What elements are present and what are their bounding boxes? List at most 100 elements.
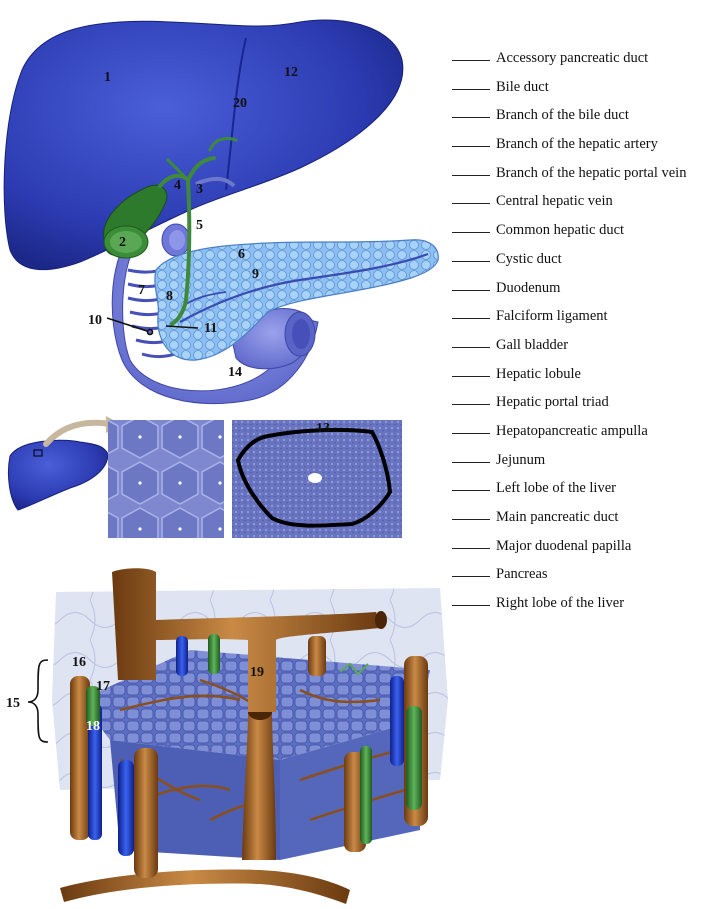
label-item: Left lobe of the liver bbox=[452, 478, 710, 507]
label-text: Falciform ligament bbox=[496, 308, 608, 325]
label-text: Jejunum bbox=[496, 451, 546, 468]
answer-blank[interactable] bbox=[452, 593, 490, 607]
hepatic-vein-trunk bbox=[112, 568, 380, 712]
portal-triad-right bbox=[344, 656, 428, 852]
num-19: 19 bbox=[250, 665, 264, 680]
label-item: Branch of the bile duct bbox=[452, 105, 710, 134]
label-text: Major duodenal papilla bbox=[496, 537, 632, 554]
num-17: 17 bbox=[96, 679, 110, 694]
label-item: Bile duct bbox=[452, 77, 710, 106]
answer-blank[interactable] bbox=[452, 249, 490, 262]
answer-blank[interactable] bbox=[452, 478, 490, 492]
num-6: 6 bbox=[238, 247, 245, 262]
num-1: 1 bbox=[104, 70, 111, 85]
label-item: Cystic duct bbox=[452, 249, 710, 278]
bracket-15 bbox=[27, 659, 49, 743]
answer-blank[interactable] bbox=[452, 48, 490, 61]
label-item: Jejunum bbox=[452, 450, 710, 479]
leader-lines bbox=[106, 317, 199, 336]
num-5: 5 bbox=[196, 218, 203, 233]
label-text: Gall bladder bbox=[496, 336, 569, 353]
answer-blank[interactable] bbox=[452, 450, 490, 463]
label-item: Common hepatic duct bbox=[452, 220, 710, 249]
liver-pancreas-illustration: 1 2 3 4 5 6 7 8 9 10 11 12 14 20 bbox=[3, 19, 439, 405]
label-item: Duodenum bbox=[452, 278, 710, 307]
duodenum-folds bbox=[127, 266, 181, 359]
label-text: Bile duct bbox=[496, 78, 549, 95]
label-text: Pancreas bbox=[496, 566, 548, 583]
label-item: Hepatic portal triad bbox=[452, 392, 710, 421]
liver bbox=[3, 19, 404, 271]
num-11: 11 bbox=[204, 321, 217, 336]
label-text: Branch of the hepatic portal vein bbox=[496, 164, 687, 181]
label-text: Accessory pancreatic duct bbox=[496, 50, 649, 66]
answer-blank[interactable] bbox=[452, 392, 490, 406]
answer-blank[interactable] bbox=[452, 278, 490, 291]
falciform-ligament bbox=[225, 37, 247, 191]
answer-blank[interactable] bbox=[452, 507, 490, 520]
label-item: Main pancreatic duct bbox=[452, 507, 710, 536]
label-text: Left lobe of the liver bbox=[496, 480, 616, 497]
label-item: Accessory pancreatic duct bbox=[452, 48, 710, 77]
num-10: 10 bbox=[88, 313, 102, 328]
num-20: 20 bbox=[233, 96, 247, 111]
label-item: Major duodenal papilla bbox=[452, 536, 710, 565]
lobule-outline bbox=[235, 427, 393, 528]
micrograph-section: 13 bbox=[7, 416, 402, 538]
num-13: 13 bbox=[316, 421, 330, 436]
label-item: Branch of the hepatic artery bbox=[452, 134, 710, 163]
num-14: 14 bbox=[228, 365, 242, 380]
answer-blank[interactable] bbox=[452, 191, 490, 205]
central-vein bbox=[242, 712, 276, 860]
label-text: Main pancreatic duct bbox=[496, 509, 619, 525]
num-2: 2 bbox=[119, 235, 126, 250]
num-3: 3 bbox=[196, 182, 203, 197]
answer-blank[interactable] bbox=[452, 220, 490, 234]
num-16: 16 bbox=[72, 655, 86, 670]
lobules-micrograph bbox=[108, 420, 224, 538]
main-pancreatic-duct bbox=[179, 252, 429, 323]
answer-blank[interactable] bbox=[452, 134, 490, 148]
label-text: Branch of the hepatic artery bbox=[496, 136, 658, 153]
label-text: Cystic duct bbox=[496, 250, 562, 267]
answer-blank[interactable] bbox=[452, 335, 490, 348]
label-text: Hepatic portal triad bbox=[496, 394, 609, 411]
answer-blank[interactable] bbox=[452, 564, 490, 578]
answer-blank[interactable] bbox=[452, 163, 490, 176]
label-item: Hepatopancreatic ampulla bbox=[452, 421, 710, 450]
answer-blank[interactable] bbox=[452, 421, 490, 434]
bile-ducts bbox=[158, 136, 238, 326]
lobule-block-illustration: 15 16 17 18 19 bbox=[6, 568, 448, 904]
label-text: Common hepatic duct bbox=[496, 222, 625, 239]
label-text: Hepatic lobule bbox=[496, 365, 581, 382]
label-item: Hepatic lobule bbox=[452, 364, 710, 393]
answer-blank[interactable] bbox=[452, 364, 490, 377]
label-item: Central hepatic vein bbox=[452, 191, 710, 220]
portal-triad-left bbox=[70, 676, 158, 878]
label-text: Hepatopancreatic ampulla bbox=[496, 422, 648, 439]
label-text: Duodenum bbox=[496, 279, 561, 296]
label-item: Pancreas bbox=[452, 564, 710, 593]
label-list: Accessory pancreatic duct Bile duct Bran… bbox=[452, 48, 710, 622]
num-12: 12 bbox=[284, 65, 298, 80]
label-item: Falciform ligament bbox=[452, 306, 710, 335]
num-9: 9 bbox=[252, 267, 259, 282]
portal-triad-back bbox=[176, 634, 326, 676]
label-text: Branch of the bile duct bbox=[496, 107, 629, 124]
zoom-arrow bbox=[43, 419, 113, 447]
answer-blank[interactable] bbox=[452, 306, 490, 320]
answer-blank[interactable] bbox=[452, 105, 490, 119]
label-text: Central hepatic vein bbox=[496, 193, 613, 210]
num-18: 18 bbox=[86, 719, 100, 734]
answer-blank[interactable] bbox=[452, 77, 490, 90]
answer-blank[interactable] bbox=[452, 536, 490, 549]
liver-thumbnail bbox=[7, 439, 109, 511]
label-item: Right lobe of the liver bbox=[452, 593, 710, 622]
label-item: Branch of the hepatic portal vein bbox=[452, 163, 710, 192]
label-item: Gall bladder bbox=[452, 335, 710, 364]
num-4: 4 bbox=[174, 178, 181, 193]
label-text: Right lobe of the liver bbox=[496, 595, 625, 612]
num-7: 7 bbox=[138, 283, 145, 298]
num-8: 8 bbox=[166, 289, 173, 304]
